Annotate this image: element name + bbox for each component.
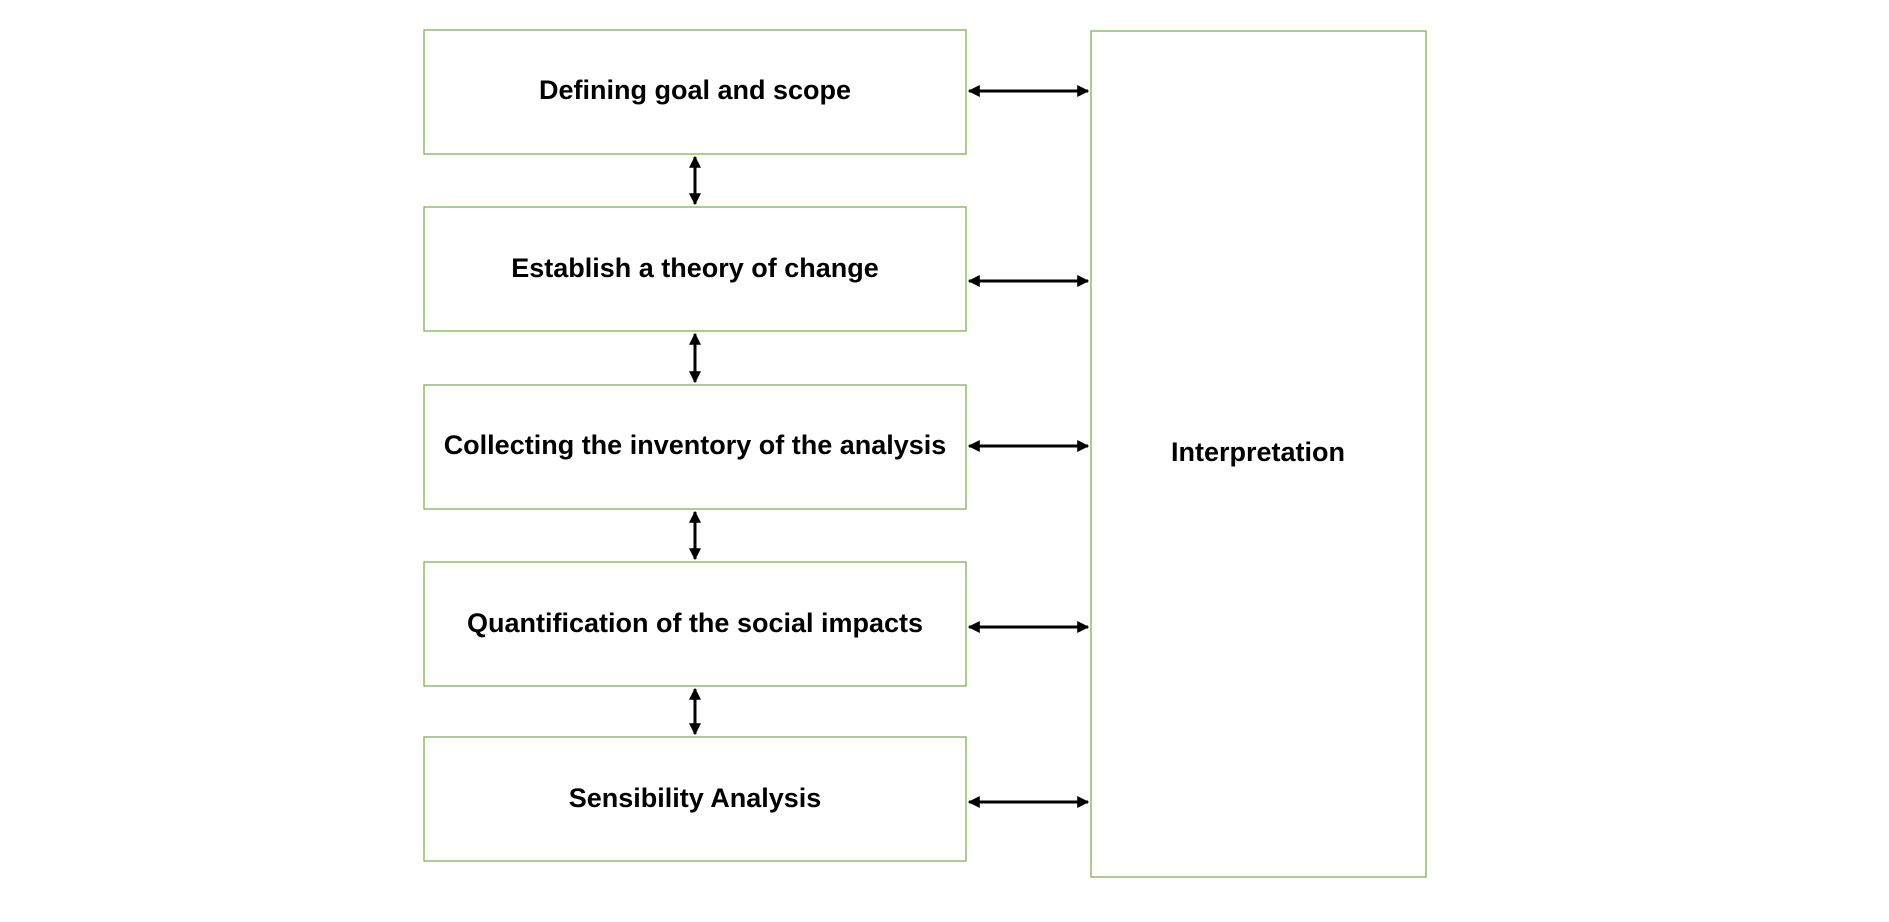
stage-box — [423, 561, 967, 687]
stage-quantification: Quantification of the social impacts — [423, 561, 967, 687]
stage-sensibility-analysis: Sensibility Analysis — [423, 736, 967, 862]
stage-box — [423, 736, 967, 862]
stage-box — [423, 384, 967, 510]
stage-label: Collecting the inventory of the analysis — [444, 430, 947, 460]
interpretation-label: Interpretation — [1171, 437, 1345, 467]
stage-box — [423, 29, 967, 155]
stage-inventory: Collecting the inventory of the analysis — [423, 384, 967, 510]
stage-goal-scope: Defining goal and scope — [423, 29, 967, 155]
interpretation-box — [1090, 30, 1427, 878]
stage-label: Quantification of the social impacts — [467, 608, 923, 638]
stage-label: Defining goal and scope — [539, 75, 851, 105]
stage-theory-of-change: Establish a theory of change — [423, 206, 967, 332]
stage-box — [423, 206, 967, 332]
stage-label: Establish a theory of change — [511, 253, 879, 283]
stage-label: Sensibility Analysis — [569, 783, 822, 813]
interpretation-stage: Interpretation — [1090, 30, 1427, 878]
